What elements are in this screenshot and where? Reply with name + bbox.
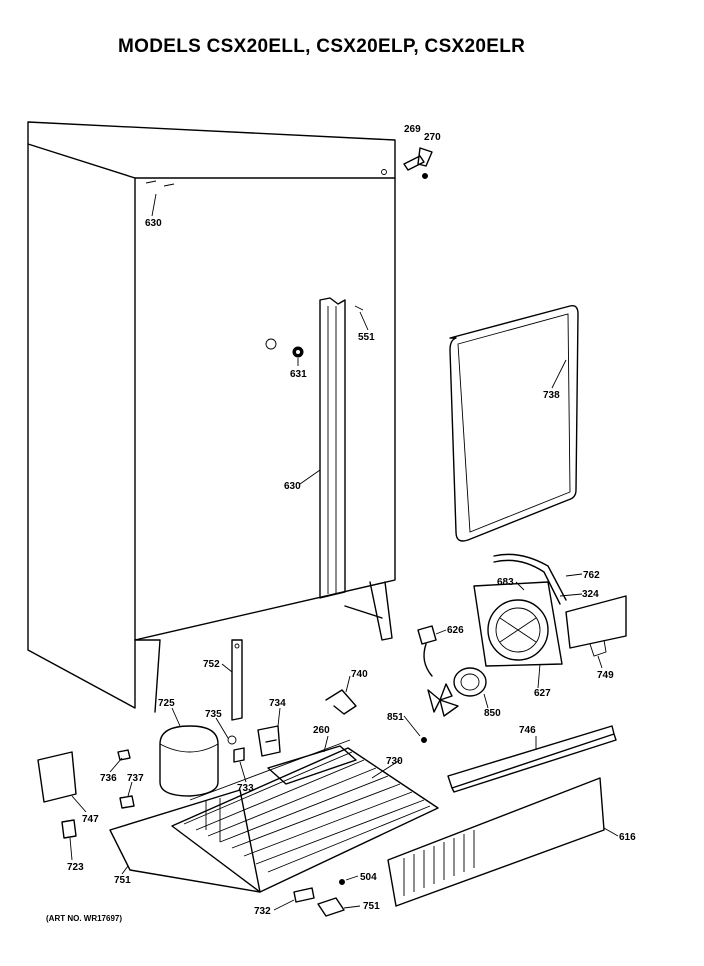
leader-lines — [69, 193, 619, 911]
label-631: 631 — [290, 369, 307, 380]
thermostat-626 — [417, 625, 437, 677]
label-751-clip: 751 — [363, 901, 380, 912]
label-746: 746 — [519, 725, 536, 736]
fan-shroud-627 — [473, 581, 563, 667]
label-630-mullion: 630 — [284, 481, 301, 492]
overload-733 — [233, 747, 245, 763]
screw-551 — [354, 305, 364, 311]
label-762: 762 — [583, 570, 600, 581]
label-736: 736 — [100, 773, 117, 784]
tube-762 — [493, 553, 567, 605]
label-734: 734 — [269, 698, 286, 709]
part-732 — [293, 887, 315, 903]
gasket-738 — [449, 304, 579, 542]
label-735: 735 — [205, 709, 222, 720]
compressor-725 — [159, 725, 237, 797]
motor-850 — [453, 667, 487, 697]
mullion-630 — [319, 297, 346, 599]
fan-blade-851 — [421, 683, 459, 743]
label-749: 749 — [597, 670, 614, 681]
label-737: 737 — [127, 773, 144, 784]
relay-734 — [257, 725, 281, 757]
channel-746 — [447, 725, 617, 793]
label-740: 740 — [351, 669, 368, 680]
label-270: 270 — [424, 132, 441, 143]
label-751-base: 751 — [114, 875, 131, 886]
label-683: 683 — [497, 577, 514, 588]
label-851: 851 — [387, 712, 404, 723]
label-269: 269 — [404, 124, 421, 135]
label-630: 630 — [145, 218, 162, 229]
hinge-269-270 — [403, 147, 433, 179]
art-number: (ART NO. WR17697) — [46, 914, 123, 923]
grille-616 — [387, 777, 605, 907]
grommet-736 — [117, 749, 131, 761]
label-747: 747 — [82, 814, 99, 825]
clip-740 — [325, 689, 357, 715]
label-627: 627 — [534, 688, 551, 699]
diagram-title: MODELS CSX20ELL, CSX20ELP, CSX20ELR — [118, 36, 526, 57]
label-850: 850 — [484, 708, 501, 719]
part-labels: 269 270 630 551 631 738 630 762 683 324 … — [67, 124, 636, 917]
cabinet — [27, 121, 396, 713]
drain-pan-260 — [267, 745, 357, 785]
label-324: 324 — [582, 589, 599, 600]
label-616: 616 — [619, 832, 636, 843]
screw-504 — [339, 879, 345, 885]
label-730: 730 — [386, 756, 403, 767]
cover-749 — [565, 595, 627, 657]
label-626: 626 — [447, 625, 464, 636]
label-504: 504 — [360, 872, 377, 883]
cover-747 — [37, 751, 77, 803]
label-260: 260 — [313, 725, 330, 736]
label-732: 732 — [254, 906, 271, 917]
label-725: 725 — [158, 698, 175, 709]
label-551: 551 — [358, 332, 375, 343]
bracket-752 — [231, 639, 243, 721]
base-pan-751 — [109, 789, 261, 893]
label-738: 738 — [543, 390, 560, 401]
label-733: 733 — [237, 783, 254, 794]
label-752: 752 — [203, 659, 220, 670]
clip-751 — [317, 897, 345, 917]
part-737 — [119, 795, 135, 809]
part-723 — [61, 819, 77, 839]
label-723: 723 — [67, 862, 84, 873]
